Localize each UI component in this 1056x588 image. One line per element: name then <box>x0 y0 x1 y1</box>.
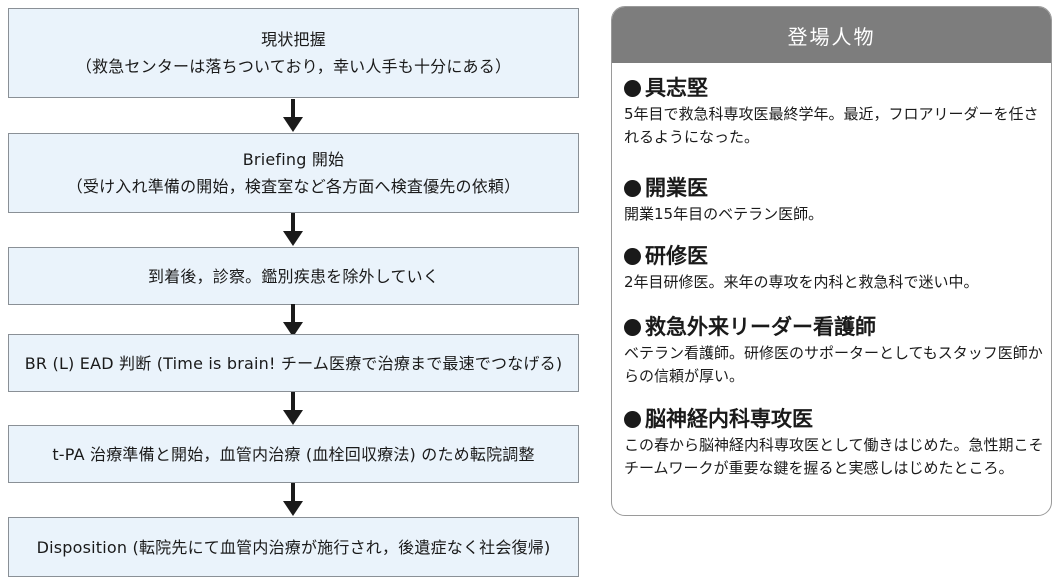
person-description: ベテラン看護師。研修医のサポーターとしてもスタッフ医師からの信頼が厚い。 <box>624 344 1043 385</box>
person-resident: 研修医 2年目研修医。来年の専攻を内科と救急科で迷い中。 <box>624 242 1045 294</box>
flow-step-5: t-PA 治療準備と開始，血管内治療 (血栓回収療法) のため転院調整 <box>8 425 579 483</box>
flow-step-6: Disposition (転院先にて血管内治療が施行され，後遺症なく社会復帰) <box>8 517 579 577</box>
flow-step-2: Briefing 開始 （受け入れ準備の開始，検査室など各方面へ検査優先の依頼） <box>8 133 579 213</box>
arrow-down-icon <box>283 392 303 425</box>
cast-panel-title: 登場人物 <box>612 7 1051 63</box>
arrow-down-icon <box>283 213 303 246</box>
person-name: 救急外来リーダー看護師 <box>645 315 876 339</box>
person-neurology-resident: 脳神経内科専攻医 この春から脳神経内科専攻医として働きはじめた。急性期こそチーム… <box>624 405 1045 480</box>
arrow-down-icon <box>283 99 303 132</box>
flow-step-title: Briefing 開始 <box>242 150 345 169</box>
person-description: 2年目研修医。来年の専攻を内科と救急科で迷い中。 <box>624 273 979 291</box>
bullet-icon <box>624 247 641 265</box>
bullet-icon <box>624 79 641 97</box>
person-description: この春から脳神経内科専攻医として働きはじめた。急性期こそチームワークが重要な鍵を… <box>624 436 1044 477</box>
person-name: 研修医 <box>645 244 708 268</box>
flow-step-4: BR (L) EAD 判断 (Time is brain! チーム医療で治療まで… <box>8 334 579 392</box>
person-gushiken: 具志堅 5年目で救急科専攻医最終学年。最近，フロアリーダーを任されるようになった… <box>624 74 1045 149</box>
person-description: 開業15年目のベテラン医師。 <box>624 205 824 223</box>
flow-step-3: 到着後，診察。鑑別疾患を除外していく <box>8 247 579 305</box>
flow-step-title: 現状把握 <box>261 30 326 49</box>
person-practitioner: 開業医 開業15年目のベテラン医師。 <box>624 174 1045 226</box>
bullet-icon <box>624 410 641 428</box>
person-name: 開業医 <box>645 176 708 200</box>
flow-step-title: t-PA 治療準備と開始，血管内治療 (血栓回収療法) のため転院調整 <box>52 444 535 464</box>
bullet-icon <box>624 179 641 197</box>
flow-step-title: 到着後，診察。鑑別疾患を除外していく <box>147 266 440 286</box>
flow-step-1: 現状把握 （救急センターは落ちついており，幸い人手も十分にある） <box>8 8 579 98</box>
flow-step-title: BR (L) EAD 判断 (Time is brain! チーム医療で治療まで… <box>24 353 563 373</box>
flow-step-detail: （救急センターは落ちついており，幸い人手も十分にある） <box>75 57 512 76</box>
arrow-down-icon <box>283 304 303 337</box>
person-name: 具志堅 <box>645 76 708 100</box>
person-name: 脳神経内科専攻医 <box>645 407 813 431</box>
bullet-icon <box>624 318 641 336</box>
person-leader-nurse: 救急外来リーダー看護師 ベテラン看護師。研修医のサポーターとしてもスタッフ医師か… <box>624 313 1045 388</box>
flow-step-title: Disposition (転院先にて血管内治療が施行され，後遺症なく社会復帰) <box>36 537 551 557</box>
cast-panel: 登場人物 具志堅 5年目で救急科専攻医最終学年。最近，フロアリーダーを任されるよ… <box>611 6 1052 516</box>
person-description: 5年目で救急科専攻医最終学年。最近，フロアリーダーを任されるようになった。 <box>624 105 1039 146</box>
arrow-down-icon <box>283 483 303 516</box>
flow-step-detail: （受け入れ準備の開始，検査室など各方面へ検査優先の依頼） <box>66 177 521 196</box>
